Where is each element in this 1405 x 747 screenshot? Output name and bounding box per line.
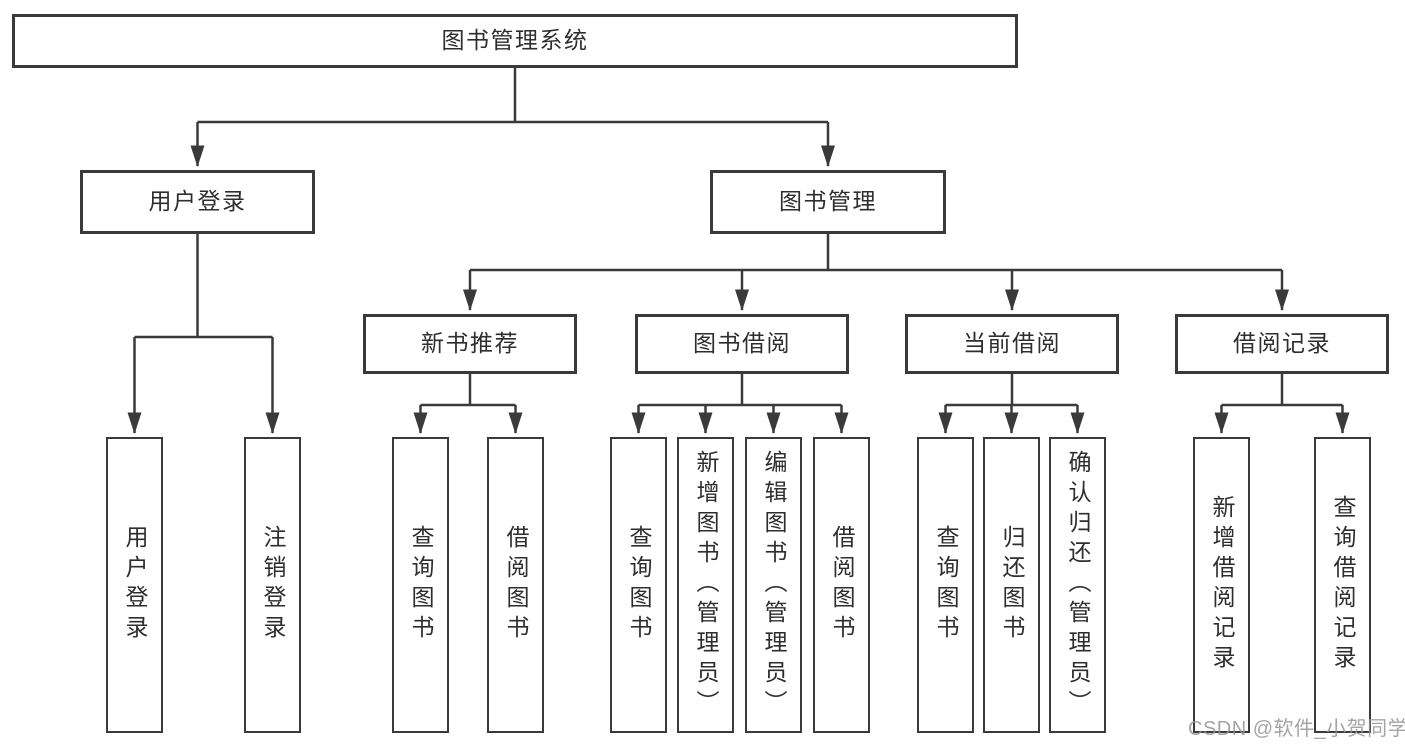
- leaf-confirm-return-admin: 确认归还（管理员）: [1049, 437, 1106, 733]
- leaf-return-book: 归还图书: [983, 437, 1040, 733]
- leaf-return-book-label: 归还图书: [999, 525, 1025, 645]
- node-borrow-record-label: 借阅记录: [1233, 330, 1331, 357]
- leaf-edit-book-admin-label: 编辑图书（管理员）: [761, 450, 787, 720]
- connector-borrow-record-group: [1214, 374, 1350, 435]
- leaf-user-login-label: 用户登录: [122, 525, 148, 645]
- node-user-login: 用户登录: [80, 170, 315, 234]
- node-book-management-label: 图书管理: [779, 188, 877, 215]
- node-borrow-record: 借阅记录: [1175, 314, 1389, 374]
- leaf-user-login: 用户登录: [106, 437, 163, 733]
- leaf-borrow-book-recommend: 借阅图书: [487, 437, 544, 733]
- connector-current-borrow-group: [938, 374, 1085, 435]
- leaf-query-book-recommend-label: 查询图书: [408, 525, 434, 645]
- leaf-logout: 注销登录: [244, 437, 301, 733]
- node-user-login-label: 用户登录: [148, 188, 247, 215]
- leaf-query-book-borrow: 查询图书: [610, 437, 667, 733]
- leaf-confirm-return-admin-label: 确认归还（管理员）: [1065, 450, 1091, 720]
- node-root: 图书管理系统: [12, 14, 1018, 68]
- connector-root-to-level2: [190, 68, 835, 168]
- node-root-label: 图书管理系统: [441, 27, 589, 54]
- node-book-borrow-label: 图书借阅: [693, 330, 791, 357]
- leaf-add-borrow-record: 新增借阅记录: [1193, 437, 1250, 733]
- leaf-borrow-book: 借阅图书: [813, 437, 870, 733]
- watermark: CSDN @软件_小贺同学: [1188, 718, 1405, 740]
- leaf-borrow-book-label: 借阅图书: [829, 525, 855, 645]
- leaf-query-book-borrow-label: 查询图书: [626, 525, 652, 645]
- connector-user-login-group: [127, 234, 280, 435]
- leaf-query-book-current: 查询图书: [917, 437, 974, 733]
- connector-book-borrow-group: [631, 374, 849, 435]
- leaf-add-borrow-record-label: 新增借阅记录: [1209, 495, 1235, 675]
- connector-book-management-to-level3: [462, 234, 1289, 312]
- leaf-query-borrow-record: 查询借阅记录: [1314, 437, 1371, 733]
- leaf-add-book-admin-label: 新增图书（管理员）: [693, 450, 719, 720]
- leaf-add-book-admin: 新增图书（管理员）: [677, 437, 734, 733]
- leaf-logout-label: 注销登录: [260, 525, 286, 645]
- node-book-management: 图书管理: [710, 170, 946, 234]
- node-new-book-recommend: 新书推荐: [363, 314, 577, 374]
- leaf-query-book-recommend: 查询图书: [392, 437, 449, 733]
- leaf-query-book-current-label: 查询图书: [933, 525, 959, 645]
- node-current-borrow: 当前借阅: [905, 314, 1119, 374]
- leaf-edit-book-admin: 编辑图书（管理员）: [745, 437, 802, 733]
- node-book-borrow: 图书借阅: [635, 314, 849, 374]
- leaf-borrow-book-recommend-label: 借阅图书: [503, 525, 529, 645]
- connector-new-book-group: [413, 374, 523, 435]
- node-current-borrow-label: 当前借阅: [963, 330, 1061, 357]
- node-new-book-recommend-label: 新书推荐: [421, 330, 519, 357]
- leaf-query-borrow-record-label: 查询借阅记录: [1330, 495, 1356, 675]
